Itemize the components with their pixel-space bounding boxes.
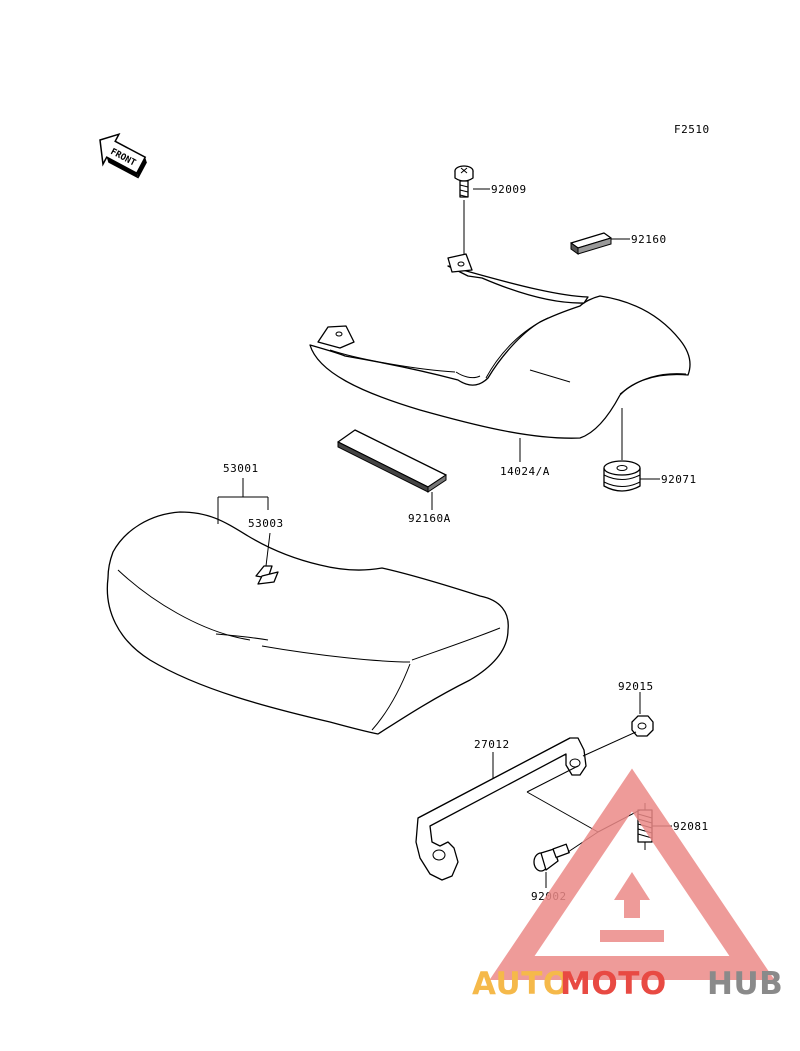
label-92081: 92081 bbox=[673, 820, 709, 833]
front-arrow-icon: FRONT bbox=[99, 132, 147, 179]
bolt-92002 bbox=[533, 843, 570, 872]
label-92015: 92015 bbox=[618, 680, 654, 693]
label-92071: 92071 bbox=[661, 473, 697, 486]
pad-92160 bbox=[570, 232, 612, 255]
watermark-hub: HUB bbox=[707, 966, 783, 1002]
figure-code: F2510 bbox=[674, 123, 710, 136]
label-53003: 53003 bbox=[248, 517, 284, 530]
watermark-auto: AUTO bbox=[472, 966, 570, 1002]
label-92009: 92009 bbox=[491, 183, 527, 196]
label-92160A: 92160A bbox=[408, 512, 451, 525]
nut-92015 bbox=[631, 715, 654, 737]
automotohub-logo bbox=[489, 768, 775, 980]
rear-cover-14024A bbox=[309, 253, 691, 439]
label-27012: 27012 bbox=[474, 738, 510, 751]
stay-27012 bbox=[415, 737, 587, 881]
grommet-92071 bbox=[603, 460, 641, 492]
label-14024A: 14024/A bbox=[500, 465, 550, 478]
seat-53001 bbox=[106, 511, 509, 735]
pad-92160A bbox=[337, 429, 447, 493]
label-53001: 53001 bbox=[223, 462, 259, 475]
bolt-92009 bbox=[454, 165, 474, 198]
label-92160: 92160 bbox=[631, 233, 667, 246]
watermark-moto: MOTO bbox=[560, 966, 667, 1002]
